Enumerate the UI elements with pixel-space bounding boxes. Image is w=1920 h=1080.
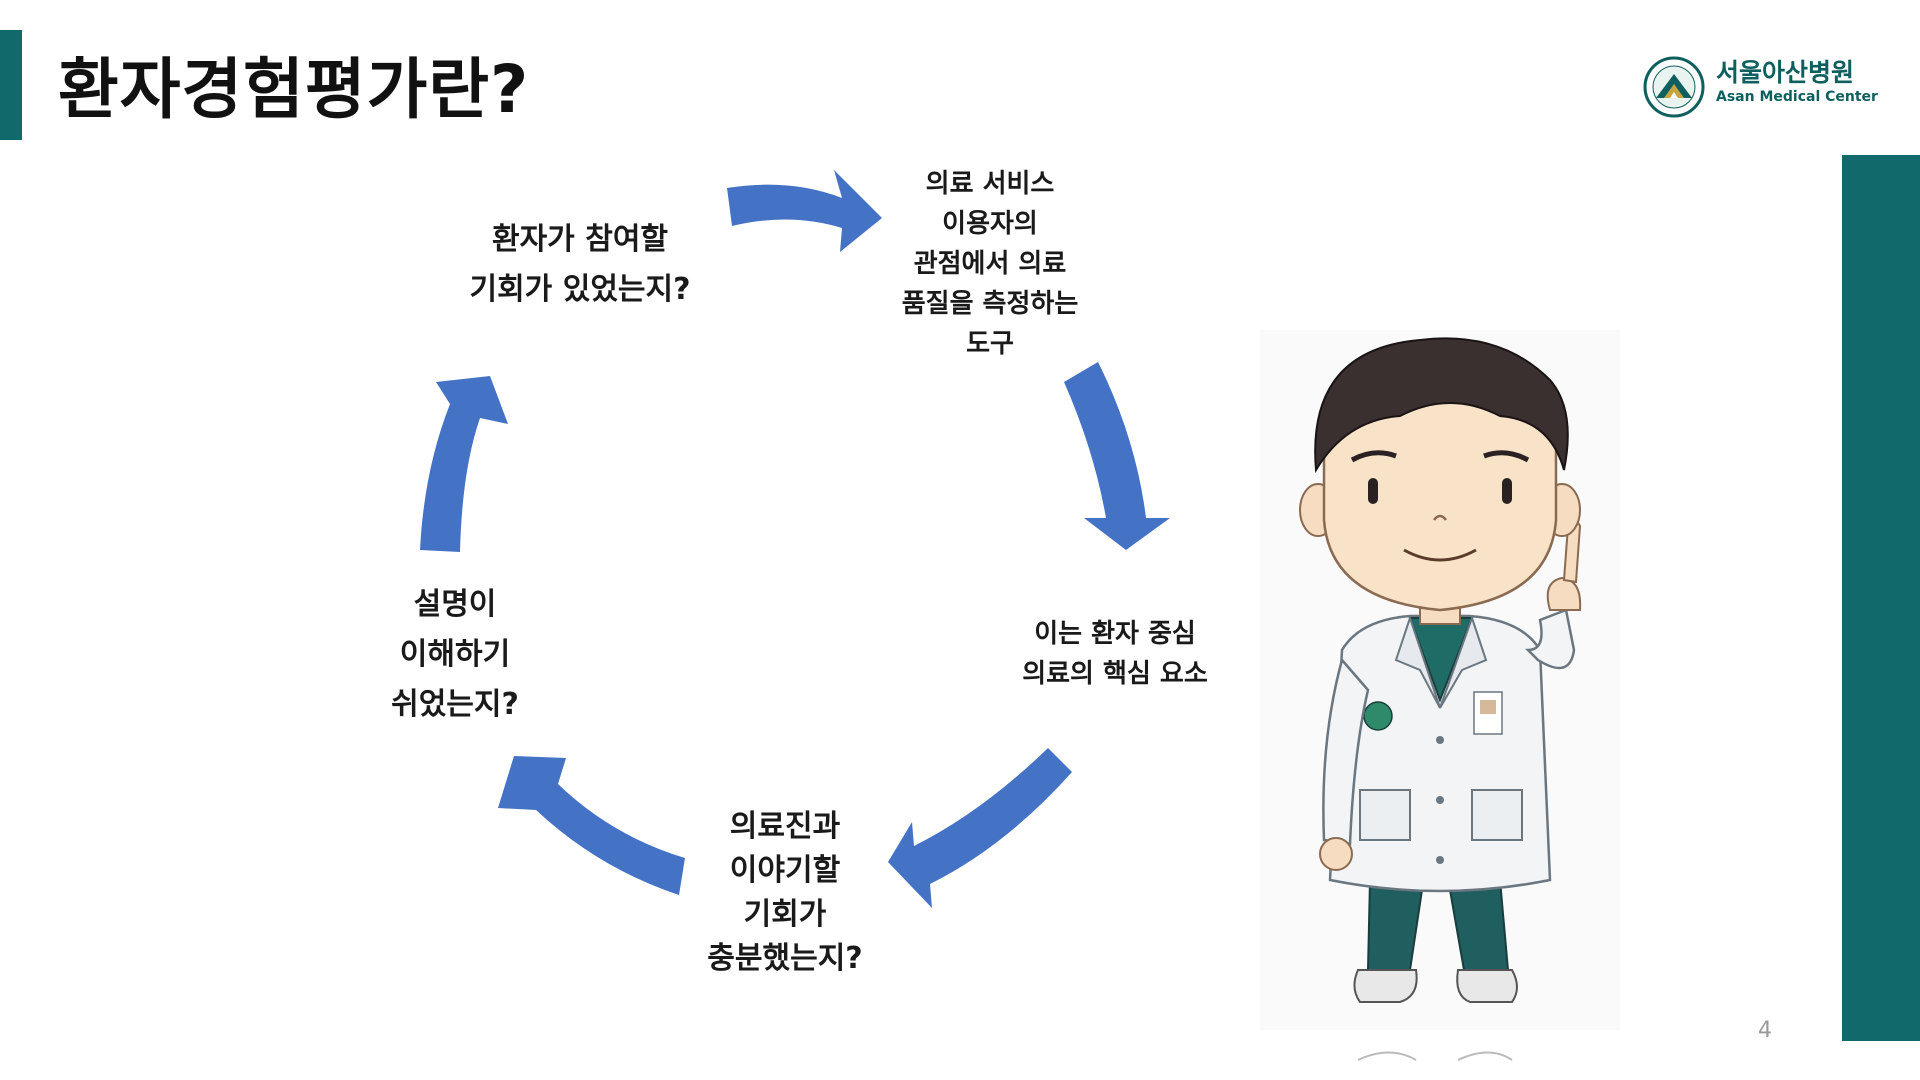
label-line: 이용자의	[942, 209, 1038, 239]
label-line: 의료 서비스	[925, 169, 1055, 199]
label-line: 의료진과	[729, 809, 841, 844]
label-line: 설명이	[413, 587, 497, 622]
right-accent-bar	[1842, 155, 1920, 1041]
cycle-label-participation: 환자가 참여할 기회가 있었는지?	[430, 215, 730, 315]
label-line: 의료의 핵심 요소	[1022, 659, 1208, 689]
cycle-label-core-element: 이는 환자 중심 의료의 핵심 요소	[985, 614, 1245, 694]
label-line: 이야기할	[729, 853, 841, 888]
label-line: 환자가 참여할	[491, 222, 669, 257]
label-line: 이해하기	[399, 637, 511, 672]
cycle-arrow-right	[1064, 362, 1170, 550]
hospital-logo: 서울아산병원 Asan Medical Center	[1640, 56, 1890, 118]
label-line: 도구	[966, 329, 1014, 359]
page-number: 4	[1758, 1018, 1772, 1043]
cycle-arrow-bottom-left	[498, 756, 685, 895]
label-line: 기회가	[743, 897, 827, 932]
cycle-label-explanation: 설명이 이해하기 쉬었는지?	[350, 580, 560, 730]
logo-name-korean: 서울아산병원	[1716, 58, 1855, 87]
label-line: 이는 환자 중심	[1034, 619, 1196, 649]
page-title: 환자경험평가란?	[58, 51, 530, 128]
cycle-arrow-top	[727, 170, 882, 252]
label-line: 관점에서 의료	[913, 249, 1067, 279]
cycle-arrow-left	[420, 376, 508, 552]
label-line: 기회가 있었는지?	[469, 272, 691, 307]
doctor-character-icon	[1260, 330, 1620, 1061]
cycle-label-communication: 의료진과 이야기할 기회가 충분했는지?	[660, 805, 910, 981]
cycle-label-definition: 의료 서비스 이용자의 관점에서 의료 품질을 측정하는 도구	[870, 164, 1110, 364]
label-line: 쉬었는지?	[391, 687, 519, 722]
title-accent-bar	[0, 30, 22, 140]
logo-name-english: Asan Medical Center	[1716, 89, 1878, 105]
label-line: 충분했는지?	[707, 941, 863, 976]
asan-seal-icon	[1643, 56, 1705, 118]
label-line: 품질을 측정하는	[901, 289, 1079, 319]
cycle-arrow-bottom-right	[888, 748, 1072, 908]
